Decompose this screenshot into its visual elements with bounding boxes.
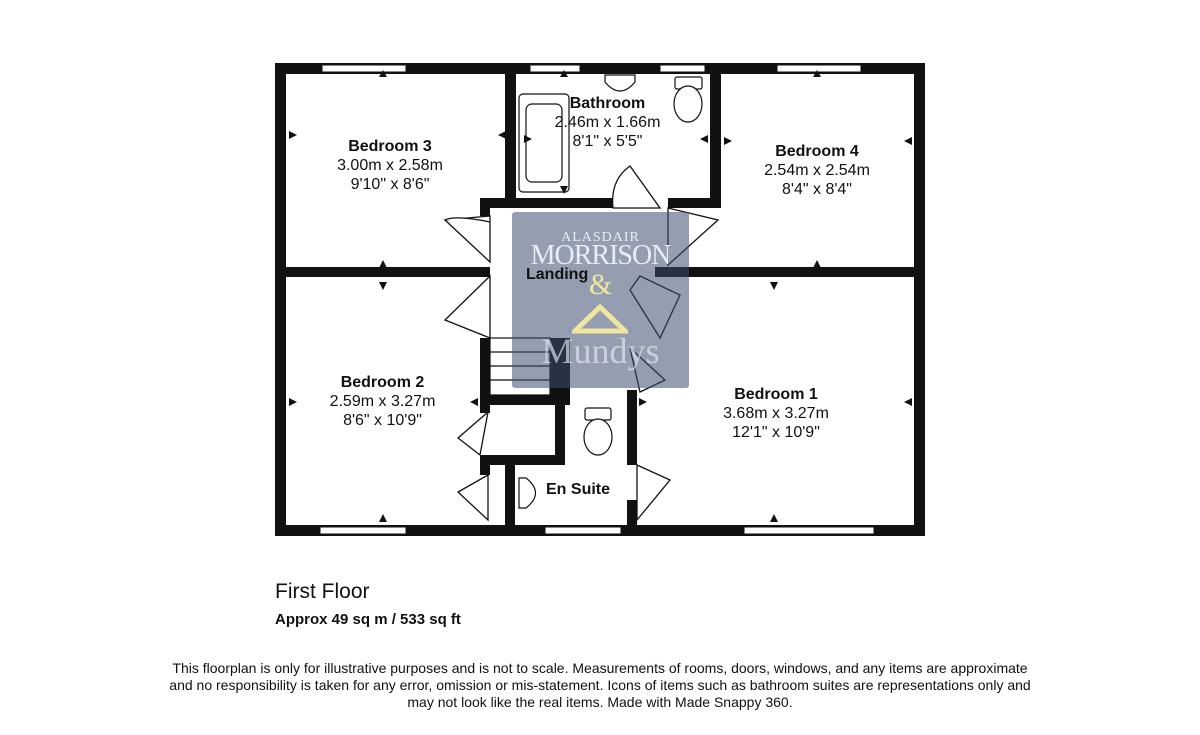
room-imperial: 8'6" x 10'9" xyxy=(343,412,422,430)
room-en-suite: En Suite xyxy=(546,480,626,499)
measurement-arrows xyxy=(289,70,912,522)
logo-line-alasdair: ALASDAIR xyxy=(561,230,640,245)
room-imperial: 12'1" x 10'9" xyxy=(732,424,820,442)
room-name: Bedroom 1 xyxy=(734,386,818,403)
room-metric: 2.54m x 2.54m xyxy=(764,162,870,180)
room-imperial: 8'4" x 8'4" xyxy=(782,181,852,199)
floor-area: Approx 49 sq m / 533 sq ft xyxy=(275,611,461,628)
room-metric: 3.68m x 3.27m xyxy=(723,405,829,423)
disclaimer-line-1: This floorplan is only for illustrative … xyxy=(172,660,1028,676)
room-bedroom-4: Bedroom 4 2.54m x 2.54m 8'4" x 8'4" xyxy=(737,142,897,200)
logo-line-mundys: Mundys xyxy=(541,331,660,371)
windows xyxy=(319,64,875,535)
room-name: Bedroom 2 xyxy=(340,374,425,391)
room-landing: Landing xyxy=(526,265,596,284)
logo-line-morrison: MORRISON xyxy=(530,240,672,271)
disclaimer-line-3: may not look like the real items. Made w… xyxy=(407,694,793,710)
floor-title: First Floor xyxy=(275,580,370,603)
disclaimer: This floorplan is only for illustrative … xyxy=(100,660,1100,711)
room-imperial: 8'1" x 5'5" xyxy=(572,133,643,151)
room-metric: 2.46m x 1.66m xyxy=(554,114,661,132)
room-bathroom: Bathroom 2.46m x 1.66m 8'1" x 5'5" xyxy=(535,94,680,152)
disclaimer-line-2: and no responsibility is taken for any e… xyxy=(169,677,1031,693)
room-name: Bathroom xyxy=(569,95,646,112)
room-imperial: 9'10" x 8'6" xyxy=(350,176,430,194)
room-name: Bedroom 3 xyxy=(348,138,432,155)
logo-ampersand: & xyxy=(588,268,613,301)
room-name: En Suite xyxy=(546,481,611,498)
room-name: Landing xyxy=(526,266,589,283)
room-bedroom-1: Bedroom 1 3.68m x 3.27m 12'1" x 10'9" xyxy=(696,385,856,443)
logo-house-icon xyxy=(572,304,628,334)
room-name: Bedroom 4 xyxy=(775,143,859,160)
agent-logo-watermark: ALASDAIR MORRISON & Mundys xyxy=(512,212,689,388)
room-bedroom-3: Bedroom 3 3.00m x 2.58m 9'10" x 8'6" xyxy=(310,137,470,195)
room-metric: 2.59m x 3.27m xyxy=(329,393,436,411)
room-metric: 3.00m x 2.58m xyxy=(337,157,443,175)
room-bedroom-2: Bedroom 2 2.59m x 3.27m 8'6" x 10'9" xyxy=(300,373,465,431)
bathroom-fixtures xyxy=(518,74,703,509)
